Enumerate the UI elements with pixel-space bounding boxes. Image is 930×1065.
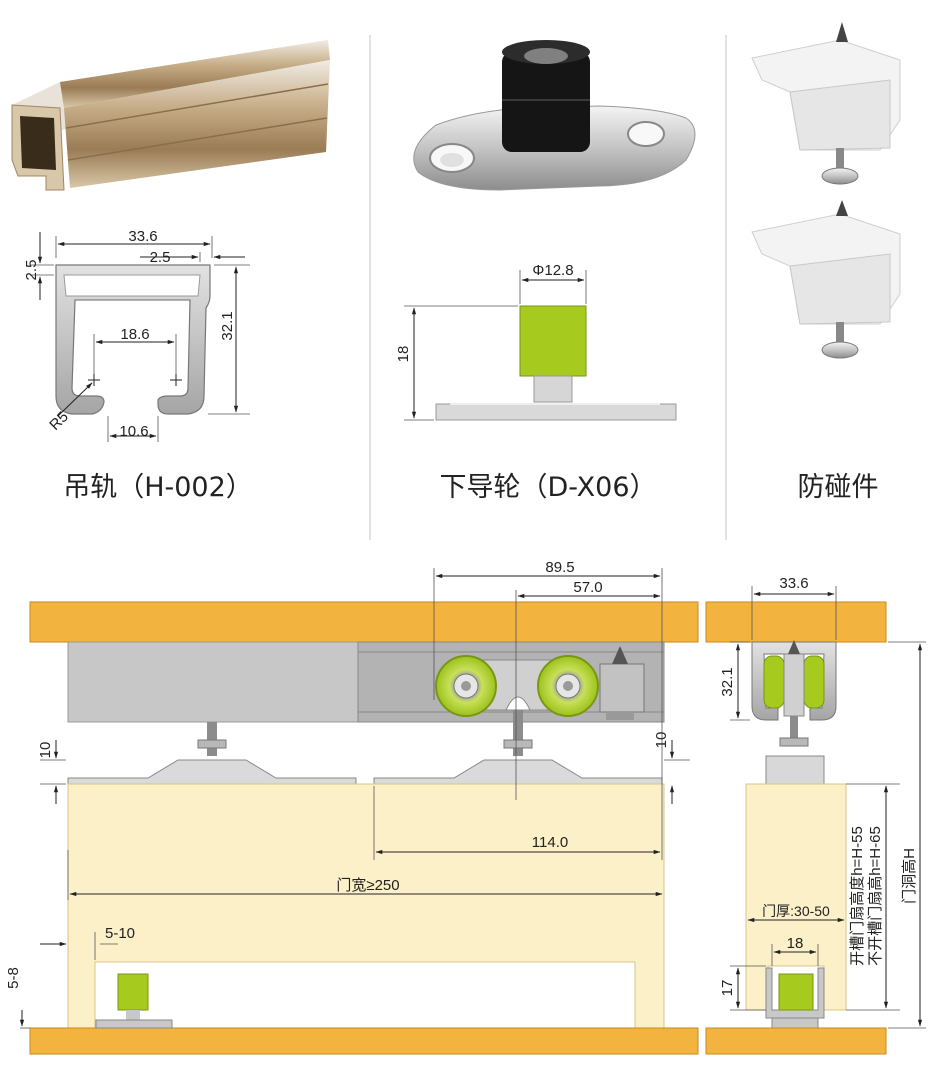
dim-side-rail-height: 32.1 xyxy=(719,667,736,696)
dim-rail-slot: 10.6 xyxy=(119,423,148,440)
dim-door-thickness: 门厚:30-50 xyxy=(762,903,830,919)
assembly-front-view xyxy=(19,568,699,1055)
rail-photo xyxy=(11,40,330,191)
rail-section-drawing xyxy=(30,232,250,442)
caption-anti-collision: 防碰件 xyxy=(798,472,879,503)
dim-bottom-gap: 5-8 xyxy=(5,967,22,989)
caption-rail: 吊轨（H-002） xyxy=(63,472,253,503)
dim-guide-offset: 5-10 xyxy=(105,925,135,942)
dim-wheel-diameter: Φ12.8 xyxy=(532,262,573,279)
dim-groove-depth: 17 xyxy=(719,980,736,997)
side-view xyxy=(705,586,926,1055)
caption-guide-wheel: 下导轮（D-X06） xyxy=(439,472,656,503)
dim-gap-left: 10 xyxy=(37,742,54,759)
dim-rail-lip: 2.5 xyxy=(23,260,40,281)
dim-side-rail-width: 33.6 xyxy=(779,575,808,592)
dim-gap-right: 10 xyxy=(653,732,670,749)
dim-rail-height: 32.1 xyxy=(219,311,236,340)
dim-overall: 89.5 xyxy=(545,559,574,576)
dim-door-height-plain: 不开槽门扇高h=H-65 xyxy=(867,826,884,966)
dim-wheel-height: 18 xyxy=(395,346,412,363)
dim-rail-inner: 18.6 xyxy=(120,326,149,343)
dim-offset: 57.0 xyxy=(573,579,602,596)
dim-groove-width: 18 xyxy=(787,935,804,952)
dim-rail-wall: 2.5 xyxy=(150,249,171,266)
dim-door-width: 门宽≥250 xyxy=(336,877,399,894)
dim-center: 114.0 xyxy=(532,834,568,851)
dim-rail-width: 33.6 xyxy=(128,228,157,245)
anti-collision-photo xyxy=(751,22,901,359)
dim-door-height-grooved: 开槽门扇高度h=H-55 xyxy=(849,826,866,966)
dim-opening-height: 门洞高H xyxy=(901,848,918,904)
guide-wheel-photo xyxy=(413,40,696,191)
guide-wheel-drawing xyxy=(404,270,677,421)
